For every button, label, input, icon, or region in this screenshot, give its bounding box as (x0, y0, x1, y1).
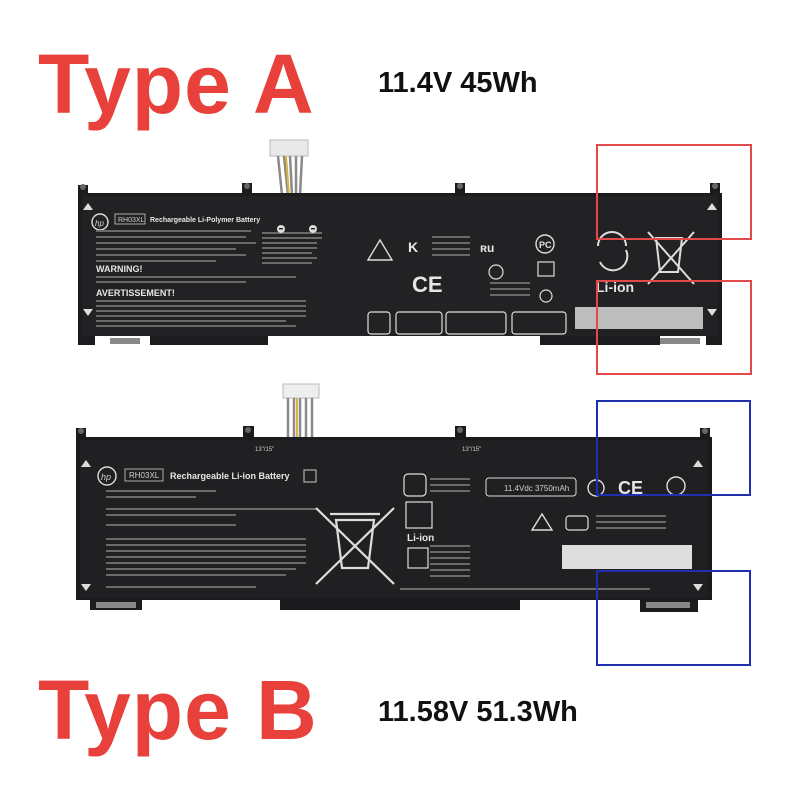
battery-a-avertissement: AVERTISSEMENT! (96, 288, 175, 298)
type-a-spec: 11.4V 45Wh (378, 67, 538, 99)
highlight-box-b-bottom (596, 570, 751, 666)
battery-a-model: RH03XL (118, 217, 145, 224)
battery-b-cable (282, 383, 320, 442)
ul-mark-icon: ʀu (480, 241, 494, 255)
battery-a-serial-label (575, 307, 703, 329)
recycle-icon (597, 231, 629, 272)
pct-mark-icon (535, 234, 555, 254)
highlight-box-a-bottom (596, 280, 752, 375)
kc-mark-icon: K (408, 239, 418, 255)
q-mark-icon (367, 311, 391, 335)
ce-mark-b-icon: CE (618, 478, 643, 498)
svg-text:PC: PC (539, 240, 552, 250)
battery-a: hp RH03XL Rechargeable Li-Polymer Batter… (78, 139, 722, 345)
eac-mark-icon (537, 261, 555, 277)
battery-a-chem: Li-ion (596, 279, 634, 295)
battery-a-name: Rechargeable Li-Polymer Battery (150, 217, 260, 224)
type-b-title: Type B (38, 663, 318, 757)
battery-b-model: RH03XL (129, 471, 160, 480)
battery-a-cable (269, 139, 309, 196)
battery-b-name: Rechargeable Li-ion Battery (170, 471, 290, 481)
type-b-spec: 11.58V 51.3Wh (378, 696, 578, 728)
battery-b-tab-left: 13"/15" (255, 447, 274, 453)
battery-b: 13"/15" 13"/15" hp RH03XL Rechargeable L… (76, 383, 712, 612)
battery-b-serial-label (562, 545, 692, 569)
hp-logo-b-icon (97, 466, 117, 486)
recycle-b-icon (405, 501, 433, 529)
ce-mark-icon: CE (412, 272, 443, 297)
battery-a-warning: WARNING! (96, 264, 143, 274)
crossed-bin-b-icon (315, 507, 395, 585)
cqc-mark-b-icon (565, 515, 589, 531)
battery-b-rating: 11.4Vdc 3750mAh (504, 484, 569, 493)
svg-text:hp: hp (101, 472, 111, 482)
svg-text:hp: hp (95, 219, 104, 228)
highlight-box-b-top (596, 400, 751, 496)
battery-a-fine-print (96, 230, 322, 327)
type-a-title: Type A (38, 37, 315, 131)
triangle-cert-icon (366, 238, 394, 261)
highlight-box-a-top (596, 144, 752, 240)
cqc-mark-icon (445, 311, 507, 335)
battery-b-tab-right: 13"/15" (462, 447, 481, 453)
battery-b-fine-print (106, 478, 650, 590)
battery-b-chem: Li-ion (407, 533, 434, 544)
